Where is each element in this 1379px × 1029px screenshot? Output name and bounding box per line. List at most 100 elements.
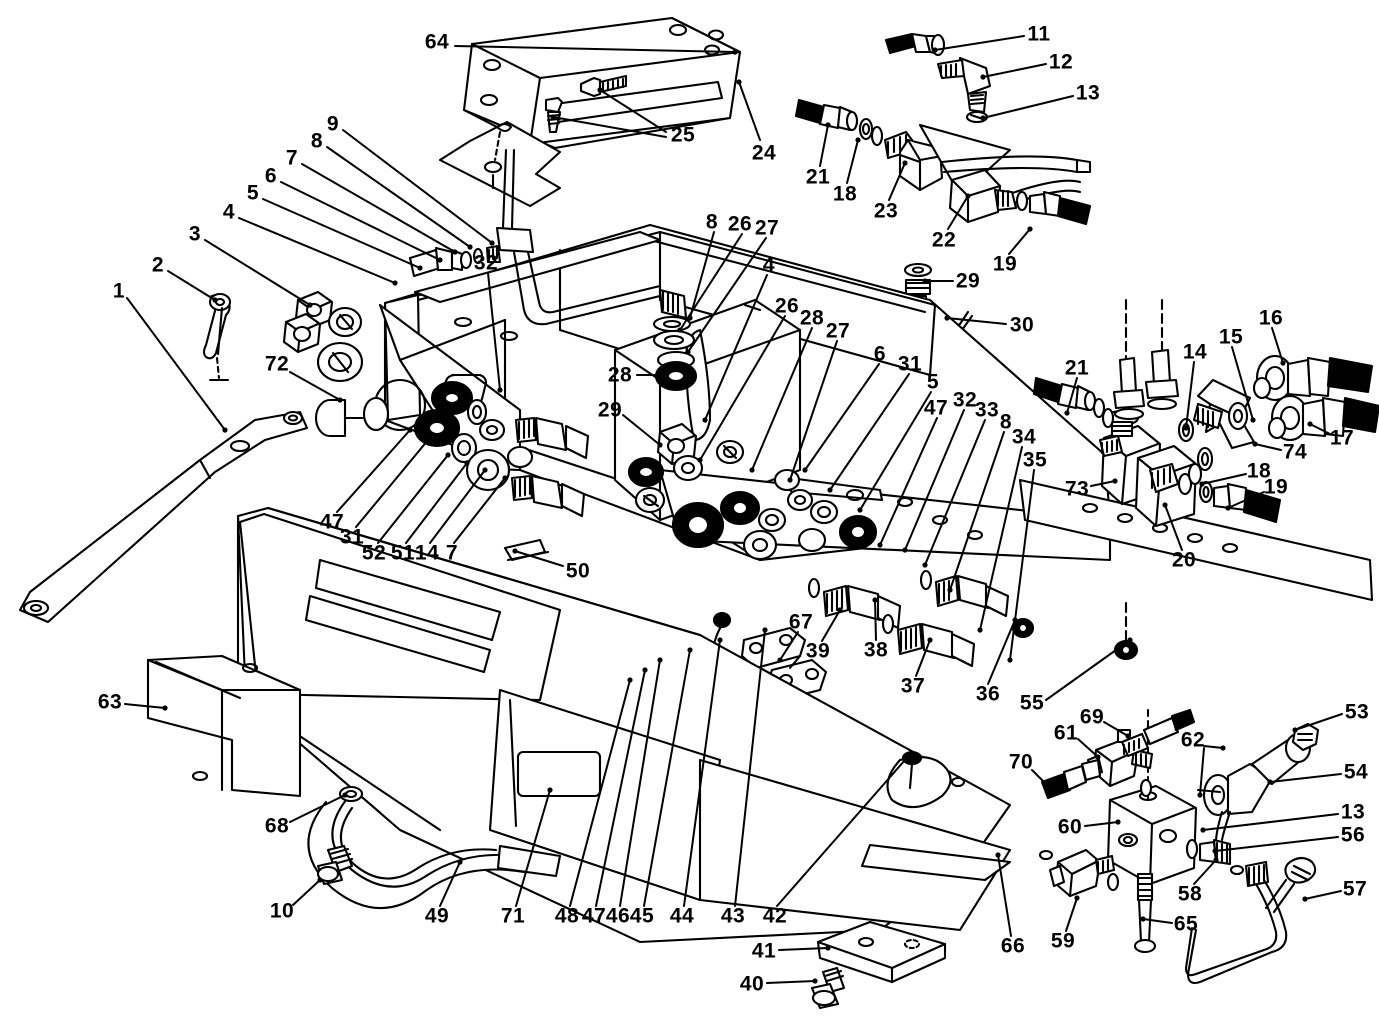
leader-line-19 [1227, 491, 1265, 509]
callout-2: 2 [151, 253, 165, 277]
leader-line-64 [454, 45, 736, 53]
stud-row-c [807, 569, 1139, 668]
leader-tip-12 [980, 74, 986, 80]
callout-22: 22 [931, 228, 957, 252]
part-17-connector [1267, 394, 1379, 442]
leader-tip-19 [1027, 226, 1033, 232]
leader-tip-36 [1012, 617, 1018, 623]
callout-41: 41 [751, 939, 777, 963]
callout-66: 66 [1000, 934, 1026, 958]
callout-49: 49 [424, 904, 450, 928]
leader-tip-38 [872, 597, 878, 603]
callout-23: 23 [873, 199, 899, 223]
leader-tip-20 [1162, 502, 1168, 508]
leader-line-18 [846, 139, 859, 184]
callout-33: 33 [974, 398, 1000, 422]
leader-tip-45 [687, 647, 693, 653]
leader-line-12 [982, 63, 1047, 78]
leader-tip-62 [1220, 745, 1226, 751]
part-14-orings [1177, 417, 1214, 472]
leader-line-71 [515, 789, 551, 907]
leader-tip-4 [702, 417, 708, 423]
callout-39: 39 [805, 639, 831, 663]
part-22-tee-body [948, 168, 1018, 224]
leader-tip-57 [1302, 896, 1308, 902]
leader-line-13 [982, 95, 1074, 119]
leader-tip-74 [1252, 441, 1258, 447]
leader-tip-73 [1112, 478, 1118, 484]
callout-14: 14 [414, 541, 440, 565]
leader-tip-21 [825, 122, 831, 128]
part-25-bolts [544, 74, 628, 134]
leader-tip-29 [657, 442, 663, 448]
leader-line-32 [487, 272, 501, 391]
leader-line-22 [947, 195, 969, 230]
leader-tip-28 [661, 372, 667, 378]
leader-tip-22 [965, 193, 971, 199]
leader-line-8 [689, 231, 715, 319]
leader-tip-56 [1212, 848, 1218, 854]
callout-14: 14 [1182, 340, 1208, 364]
leader-tip-70 [1047, 785, 1053, 791]
leader-tip-8 [947, 587, 953, 593]
part-12-elbow [936, 56, 992, 114]
leader-line-44 [683, 639, 721, 907]
leader-tip-3 [307, 302, 313, 308]
callout-21: 21 [1064, 356, 1090, 380]
leader-tip-27 [787, 477, 793, 483]
part-16-connector [1252, 354, 1374, 402]
chassis-rail-far-right [1018, 478, 1374, 602]
valve-posts [1112, 298, 1180, 421]
leader-line-39 [821, 609, 841, 642]
leader-line-5 [859, 391, 932, 511]
callout-62: 62 [1180, 728, 1206, 752]
callout-32: 32 [473, 251, 499, 275]
leader-tip-41 [825, 945, 831, 951]
callout-19: 19 [1263, 475, 1289, 499]
leader-tip-37 [927, 637, 933, 643]
leader-tip-62 [1197, 792, 1203, 798]
leader-line-10 [292, 879, 321, 906]
leader-tip-25 [597, 87, 603, 93]
callout-70: 70 [1008, 750, 1034, 774]
leader-line-47 [336, 429, 411, 513]
callout-4: 4 [762, 253, 776, 277]
leader-tip-26 [697, 457, 703, 463]
part-40-bolt [810, 966, 846, 1010]
leader-line-43 [734, 629, 766, 907]
leader-tip-69 [1125, 733, 1131, 739]
leader-tip-47 [877, 542, 883, 548]
part-18-19-hose [1198, 480, 1282, 524]
leader-line-16 [1271, 327, 1284, 364]
leader-tip-44 [717, 637, 723, 643]
callout-52: 52 [361, 541, 387, 565]
part-49-hook [307, 798, 562, 910]
leader-tip-28 [749, 467, 755, 473]
callout-29: 29 [955, 269, 981, 293]
callout-59: 59 [1050, 929, 1076, 953]
callout-47: 47 [923, 396, 949, 420]
leader-line-21 [819, 124, 829, 167]
part-11-fitting [884, 32, 946, 57]
leader-tip-16 [1280, 360, 1286, 366]
callout-47: 47 [319, 510, 345, 534]
callout-18: 18 [832, 182, 858, 206]
leader-line-3 [204, 239, 311, 306]
leader-line-38 [874, 599, 877, 641]
leader-tip-11 [932, 47, 938, 53]
callout-58: 58 [1177, 882, 1203, 906]
leader-tip-24 [736, 79, 742, 85]
part-70-fitting [1040, 758, 1102, 800]
callout-31: 31 [339, 525, 365, 549]
leader-line-7 [301, 163, 456, 253]
leader-tip-72 [337, 397, 343, 403]
callout-45: 45 [629, 904, 655, 928]
part-57-tube [1184, 856, 1317, 985]
callout-9: 9 [326, 112, 340, 136]
callout-72: 72 [264, 352, 290, 376]
leader-tip-13 [1200, 827, 1206, 833]
callout-50: 50 [565, 559, 591, 583]
callout-8: 8 [310, 129, 324, 153]
part-69-fitting [1120, 708, 1196, 758]
leader-line-15 [1231, 346, 1254, 421]
